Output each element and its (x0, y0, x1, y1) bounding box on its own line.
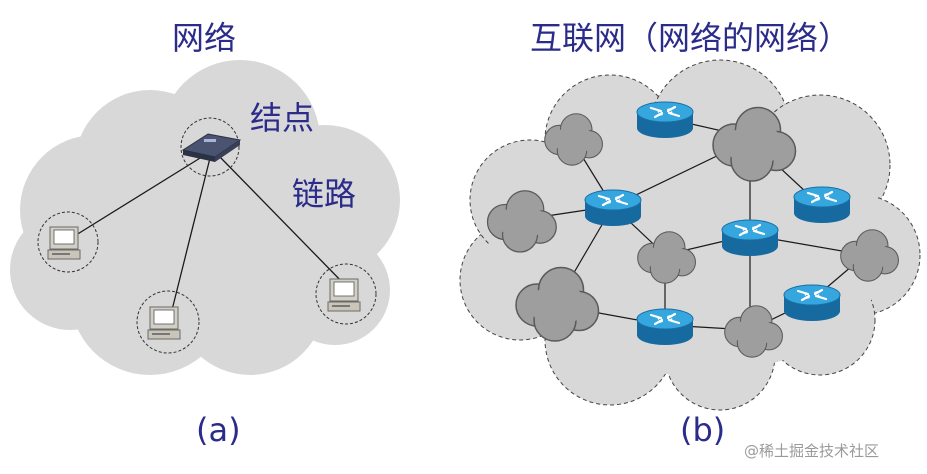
host-bottom (136, 290, 200, 354)
node-switch (180, 117, 242, 177)
node-label: 结点 (250, 99, 315, 137)
host-right (315, 263, 377, 325)
internet-title: 互联网（网络的网络） (530, 19, 851, 57)
host-left (37, 211, 99, 273)
links-a (67, 154, 349, 319)
caption-b: (b) (680, 411, 726, 449)
network-title: 网络 (172, 19, 237, 57)
network-cloud (10, 60, 400, 375)
watermark: @稀土掘金技术社区 (744, 442, 880, 460)
link-label: 链路 (292, 175, 357, 213)
caption-a: (a) (196, 411, 241, 449)
